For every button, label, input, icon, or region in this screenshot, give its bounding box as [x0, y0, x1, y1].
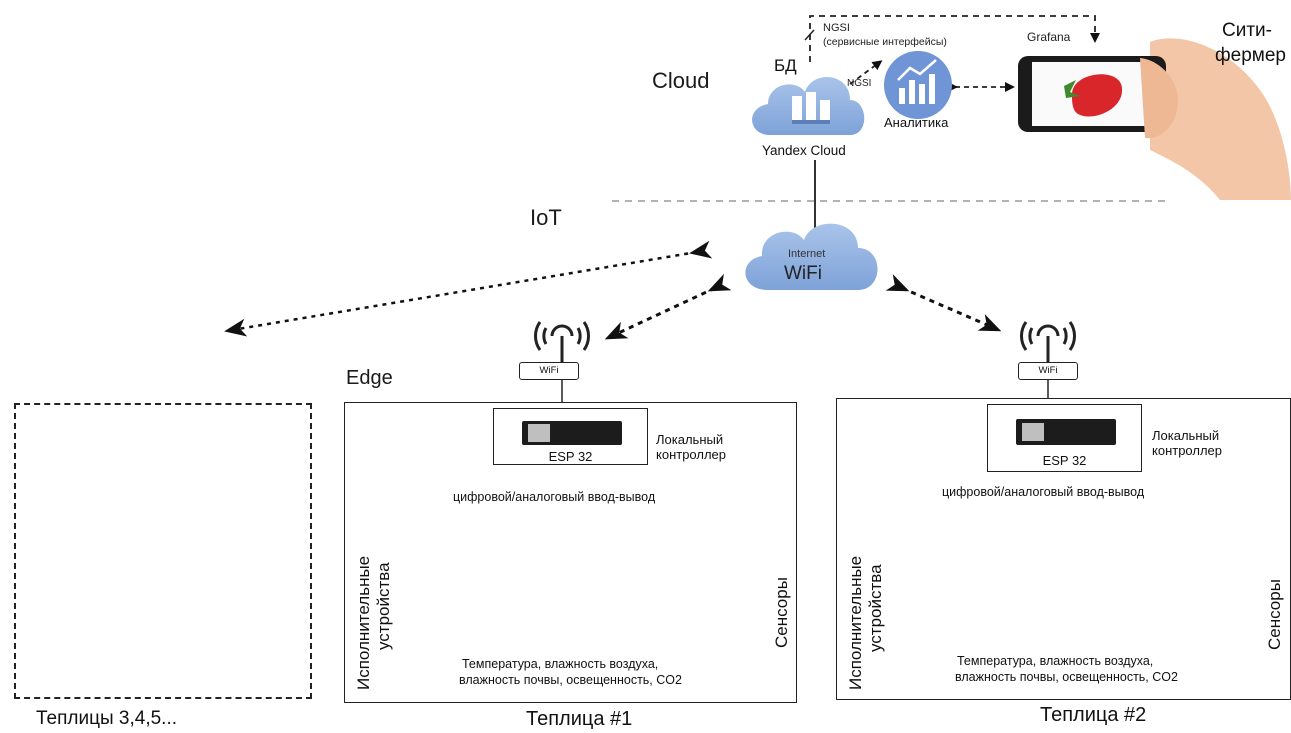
greenhouse-1-caption: Теплица #1	[526, 708, 633, 730]
internet-cloud	[745, 223, 878, 290]
internet-to-greenhouse-2	[885, 274, 1002, 332]
other-greenhouses-caption: Теплицы 3,4,5...	[36, 708, 178, 729]
zone-label-iot: IoT	[530, 205, 562, 230]
esp32-controller-2: ESP 32	[987, 404, 1142, 472]
io-label-2: цифровой/аналоговый ввод-вывод	[942, 485, 1145, 499]
analytics-icon	[884, 51, 952, 119]
yandex-cloud-label: Yandex Cloud	[762, 143, 846, 158]
internet-label: Internet	[788, 248, 826, 260]
local-controller-label-1-line2: контроллер	[656, 447, 727, 462]
db-label: БД	[774, 56, 797, 75]
esp32-chip-label: ESP 32	[548, 449, 593, 464]
sensor-params-1-line2: влажность почвы, освещенность, CO2	[459, 673, 682, 687]
grafana-label: Grafana	[1027, 30, 1071, 44]
sensor-params-2-line2: влажность почвы, освещенность, CO2	[955, 670, 1178, 684]
city-farmer-label-line2: фермер	[1215, 45, 1286, 66]
local-controller-label-2-line2: контроллер	[1152, 443, 1223, 458]
sensor-params-2-line1: Температура, влажность воздуха,	[957, 654, 1154, 668]
local-controller-label-1-line1: Локальный	[656, 432, 724, 447]
city-farmer-label-line1: Сити-	[1222, 20, 1272, 41]
ngsi-service-label-line1: NGSI	[823, 22, 850, 34]
ngsi-service-label-line2: (сервисные интерфейсы)	[823, 36, 947, 48]
ngsi-link	[849, 60, 883, 85]
zone-label-edge: Edge	[346, 367, 393, 389]
actuators-label-1-line2: устройства	[374, 562, 393, 650]
esp32-chip-label: ESP 32	[1042, 453, 1087, 468]
sensors-label-1: Сенсоры	[772, 577, 791, 648]
wifi-antenna-icon	[1019, 321, 1077, 362]
wifi-module-1-label: WiFi	[539, 365, 559, 376]
cloud-icon	[752, 77, 865, 135]
ngsi-small-label: NGSI	[847, 78, 872, 89]
actuators-label-1-line1: Исполнительные	[354, 555, 373, 690]
esp32-board-icon	[1016, 419, 1116, 445]
sensor-params-1-line1: Температура, влажность воздуха,	[462, 657, 659, 671]
wifi-module-1: WiFi	[519, 362, 579, 380]
io-label-1: цифровой/аналоговый ввод-вывод	[453, 490, 656, 504]
internet-wifi-label: WiFi	[784, 263, 822, 284]
strawberry-icon	[1064, 74, 1123, 117]
actuators-label-2-line1: Исполнительные	[846, 555, 865, 690]
zone-label-cloud: Cloud	[652, 68, 710, 93]
wifi-module-2: WiFi	[1018, 362, 1078, 380]
internet-to-other-greenhouses	[224, 240, 713, 337]
wifi-antenna-icon	[533, 321, 591, 362]
internet-to-greenhouse-1	[604, 273, 732, 340]
esp32-board-icon	[522, 421, 622, 445]
local-controller-label-2-line1: Локальный	[1152, 428, 1220, 443]
sensors-label-2: Сенсоры	[1265, 579, 1284, 650]
wifi-module-2-label: WiFi	[1038, 365, 1058, 376]
greenhouse-2-caption: Теплица #2	[1040, 704, 1147, 726]
actuators-label-2-line2: устройства	[866, 564, 885, 652]
esp32-controller-1: ESP 32	[493, 408, 648, 465]
analytics-label: Аналитика	[884, 115, 949, 130]
grafana-link	[809, 15, 1100, 62]
other-greenhouses-box	[14, 403, 312, 699]
